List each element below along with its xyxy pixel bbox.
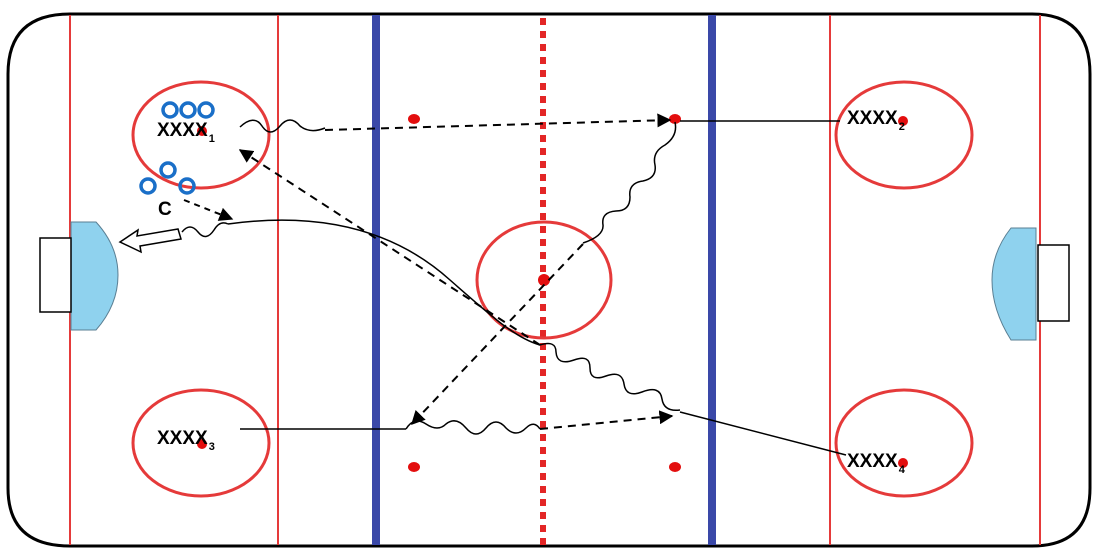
label-coach-text: C xyxy=(158,199,172,220)
faceoff-dot-bottom-right xyxy=(898,458,908,468)
coach-skate-path xyxy=(181,222,229,238)
label-group-4-base: XXXX xyxy=(847,451,898,472)
puck-ring xyxy=(179,101,197,119)
label-coach: C xyxy=(158,200,172,219)
neutral-dot-top-left xyxy=(408,114,420,124)
label-group-3-sub: 3 xyxy=(208,441,215,453)
skate-path-group3 xyxy=(405,420,541,435)
faceoff-dot-bottom-left xyxy=(197,439,207,449)
faceoff-circle-top-left xyxy=(131,80,271,190)
pass-path-group1 xyxy=(324,113,672,131)
puck-ring xyxy=(161,101,179,119)
faceoff-circle-bottom-right xyxy=(834,388,974,498)
label-group-1-sub: 1 xyxy=(208,133,215,145)
goal-net-right xyxy=(1037,244,1070,322)
puck-ring xyxy=(139,177,157,195)
skate-path-group1 xyxy=(239,119,326,133)
label-group-2: XXXX2 xyxy=(847,108,905,133)
goal-crease-right xyxy=(991,227,1037,341)
goal-crease-left xyxy=(70,221,119,331)
coach-pass-path xyxy=(183,199,234,221)
neutral-dot-bottom-left xyxy=(408,462,420,472)
lead-line-group4 xyxy=(679,411,847,456)
neutral-dot-bottom-right xyxy=(669,462,681,472)
label-group-4: XXXX4 xyxy=(847,451,905,476)
skate-path-center xyxy=(539,342,681,412)
puck-ring xyxy=(197,101,215,119)
neutral-dot-top-right xyxy=(669,114,681,124)
label-group-4-sub: 4 xyxy=(898,464,905,476)
label-group-1-base: XXXX xyxy=(157,120,208,141)
puck-ring xyxy=(178,177,196,195)
puck-ring xyxy=(159,161,177,179)
pass-path-diagonal xyxy=(238,149,541,346)
label-group-1: XXXX1 xyxy=(157,120,215,145)
skate-path-group2 xyxy=(582,121,677,244)
faceoff-circle-top-right xyxy=(834,80,974,190)
shot-arrow xyxy=(118,228,182,254)
center-circle xyxy=(475,220,613,340)
center-dot xyxy=(538,274,550,286)
label-group-2-sub: 2 xyxy=(898,121,905,133)
faceoff-dot-top-right xyxy=(898,116,908,126)
skate-curve-center xyxy=(227,219,541,346)
label-group-2-base: XXXX xyxy=(847,108,898,129)
label-group-3: XXXX3 xyxy=(157,428,215,453)
faceoff-circle-bottom-left xyxy=(131,388,271,498)
faceoff-dot-top-left xyxy=(197,126,207,136)
goal-net-left xyxy=(39,237,72,313)
label-group-3-base: XXXX xyxy=(157,428,208,449)
